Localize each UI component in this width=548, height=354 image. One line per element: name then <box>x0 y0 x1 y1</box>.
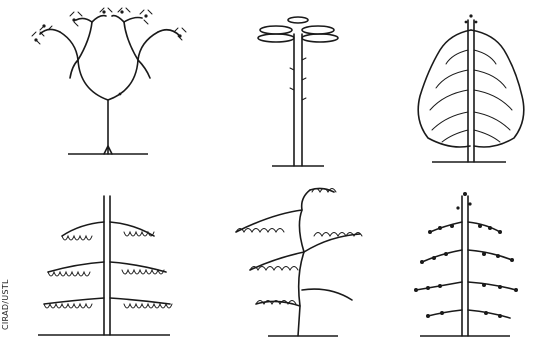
sympodial-zigzag-tree-icon <box>236 188 362 336</box>
flowering-tiered-tree-icon <box>414 192 518 336</box>
credit-label: CIRAD/USTL <box>1 250 15 330</box>
dichotomous-crown-tree-icon <box>32 8 186 154</box>
tiered-monopodial-tree-icon <box>38 196 172 335</box>
palm-like-monopodial-tree-icon <box>258 17 338 166</box>
ovoid-crown-tree-icon <box>418 14 524 162</box>
